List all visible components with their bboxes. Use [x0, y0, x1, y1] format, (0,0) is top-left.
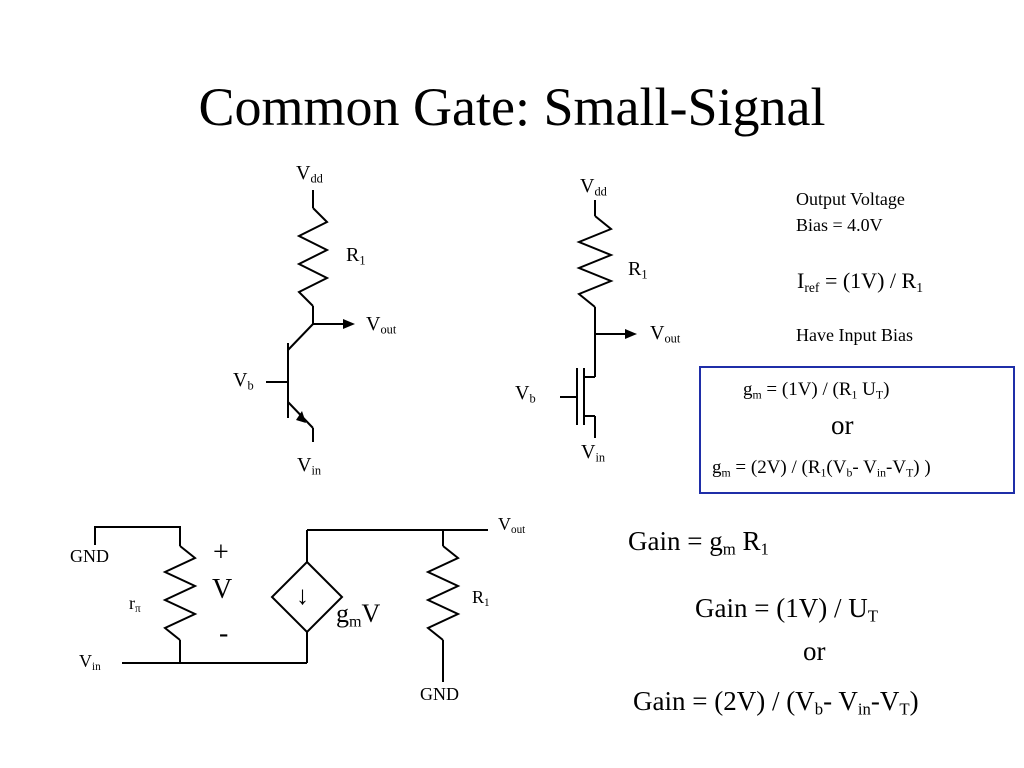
mos-r1-resistor [579, 216, 611, 307]
ss-minus-label: - [219, 618, 229, 649]
ss-r1-label: R1 [472, 587, 490, 610]
ss-rpi-label: rπ [129, 593, 141, 616]
bias-note-line2: Bias = 4.0V [796, 215, 883, 235]
ss-vin-label: Vin [79, 651, 101, 674]
gm-equation-1: gm = (1V) / (R1 UT) [743, 379, 890, 402]
ss-source-arrow: ↓ [296, 581, 309, 610]
ss-vout-label: Vout [498, 514, 526, 537]
slide-title: Common Gate: Small-Signal [198, 77, 826, 137]
ss-gnd-wire [95, 527, 180, 546]
ss-plus-label: + [213, 537, 229, 568]
gain-equation-3: Gain = (2V) / (Vb- Vin-VT) [633, 686, 919, 719]
bjt-vin-label: Vin [297, 454, 322, 478]
ss-dependent-source [272, 562, 342, 632]
gm-or-label: or [831, 410, 854, 440]
mos-vb-label: Vb [515, 382, 536, 406]
iref-equation: Iref = (1V) / R1 [797, 268, 923, 295]
ss-gnd-bottom-label: GND [420, 684, 459, 704]
mos-vout-label: Vout [650, 322, 681, 346]
ss-v-label: V [212, 574, 233, 605]
mos-vout-arrow [625, 329, 637, 339]
bjt-vb-label: Vb [233, 369, 254, 393]
bjt-circuit [266, 190, 355, 442]
bjt-emitter-arrow [296, 411, 306, 423]
ss-gmv-label: gmV [336, 599, 381, 631]
gain-equation-2: Gain = (1V) / UT [695, 593, 878, 626]
bjt-r1-label: R1 [346, 244, 366, 268]
bjt-vout-label: Vout [366, 313, 397, 337]
bjt-collector-lead [288, 324, 313, 350]
gm-equation-box [699, 366, 1015, 494]
gain-equation-1: Gain = gm R1 [628, 526, 769, 559]
bjt-vdd-label: Vdd [296, 162, 323, 186]
ss-rpi-resistor [165, 546, 195, 640]
ss-gnd-left-label: GND [70, 546, 109, 566]
gain-or-label: or [803, 636, 826, 666]
small-signal-circuit [95, 527, 488, 682]
gm-equation-2: gm = (2V) / (R1(Vb- Vin-VT) ) [712, 457, 931, 480]
mos-vin-label: Vin [581, 441, 606, 465]
bjt-r1-resistor [299, 208, 327, 306]
bjt-vout-arrow [343, 319, 355, 329]
ss-r1-resistor [428, 546, 458, 640]
mos-circuit [560, 200, 637, 438]
input-bias-note: Have Input Bias [796, 325, 913, 345]
mos-r1-label: R1 [628, 258, 648, 282]
mos-vdd-label: Vdd [580, 175, 607, 199]
bias-note-line1: Output Voltage [796, 189, 905, 209]
